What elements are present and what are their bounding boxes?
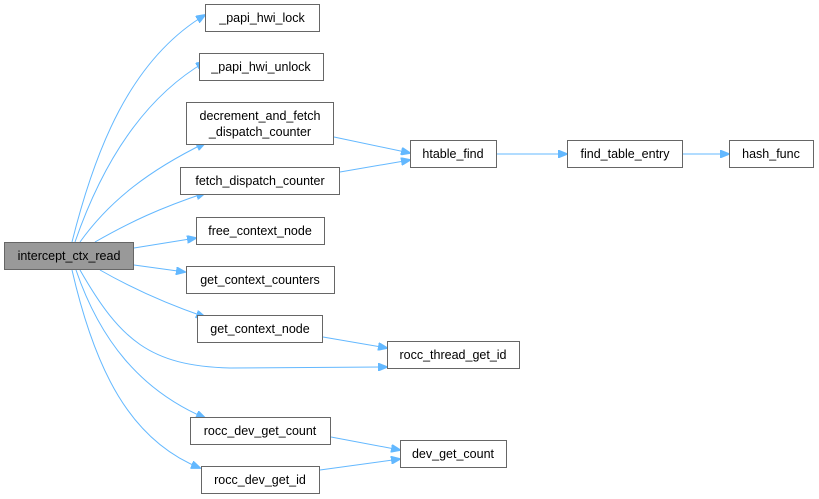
node-label: hash_func	[742, 147, 800, 161]
node-papi-hwi-unlock[interactable]: _papi_hwi_unlock	[199, 53, 324, 81]
edge-to-fetch-dispatch-counter	[94, 193, 205, 243]
node-rocc-thread-get-id[interactable]: rocc_thread_get_id	[387, 341, 520, 369]
edge-to-decrement-and-fetch	[79, 143, 205, 243]
edge-to-get-context-node	[99, 269, 205, 317]
edge-to-free-context-node	[133, 238, 196, 249]
node-find-table-entry[interactable]: find_table_entry	[567, 140, 683, 168]
node-dev-get-count[interactable]: dev_get_count	[400, 440, 507, 468]
edge-get-context-node-to-rocc-thread-get-id	[322, 336, 387, 348]
node-label: rocc_thread_get_id	[399, 348, 506, 362]
node-label: free_context_node	[208, 224, 312, 238]
node-get-context-counters[interactable]: get_context_counters	[186, 266, 335, 294]
node-label: htable_find	[422, 147, 483, 161]
edge-rocc-dev-get-count-to-dev-get-count	[330, 436, 400, 450]
node-fetch-dispatch-counter[interactable]: fetch_dispatch_counter	[180, 167, 340, 195]
node-label: fetch_dispatch_counter	[195, 174, 324, 188]
node-free-context-node[interactable]: free_context_node	[196, 217, 325, 245]
edge-to-rocc-dev-get-count	[75, 269, 205, 418]
edge-to-papi-hwi-unlock	[74, 62, 205, 243]
node-label: intercept_ctx_read	[18, 249, 121, 263]
edge-to-get-context-counters	[133, 264, 185, 272]
node-get-context-node[interactable]: get_context_node	[197, 315, 323, 343]
edge-fetch-to-htable-find	[339, 160, 410, 173]
node-rocc-dev-get-id[interactable]: rocc_dev_get_id	[201, 466, 320, 494]
node-rocc-dev-get-count[interactable]: rocc_dev_get_count	[190, 417, 331, 445]
node-label: rocc_dev_get_id	[214, 473, 306, 487]
node-label: _papi_hwi_unlock	[210, 60, 311, 74]
edge-decrement-to-htable-find	[333, 136, 410, 153]
node-label: _papi_hwi_lock	[218, 11, 305, 25]
edge-rocc-dev-get-id-to-dev-get-count	[319, 459, 400, 471]
edges	[71, 15, 729, 471]
node-label: rocc_dev_get_count	[204, 424, 317, 438]
node-label: find_table_entry	[581, 147, 671, 161]
node-label-line1: decrement_and_fetch	[200, 109, 321, 123]
node-label: get_context_node	[210, 322, 309, 336]
node-decrement-and-fetch-dispatch-counter[interactable]: decrement_and_fetch _dispatch_counter	[186, 102, 334, 145]
node-papi-hwi-lock[interactable]: _papi_hwi_lock	[205, 4, 320, 32]
edge-to-rocc-thread-get-id	[79, 269, 387, 368]
node-label-line2: _dispatch_counter	[208, 125, 311, 139]
node-hash-func[interactable]: hash_func	[729, 140, 814, 168]
node-htable-find[interactable]: htable_find	[410, 140, 497, 168]
edge-to-rocc-dev-get-id	[71, 269, 200, 468]
edge-to-papi-hwi-lock	[71, 15, 205, 243]
node-label: get_context_counters	[200, 273, 320, 287]
node-label: dev_get_count	[412, 447, 495, 461]
node-intercept-ctx-read[interactable]: intercept_ctx_read	[4, 242, 134, 270]
